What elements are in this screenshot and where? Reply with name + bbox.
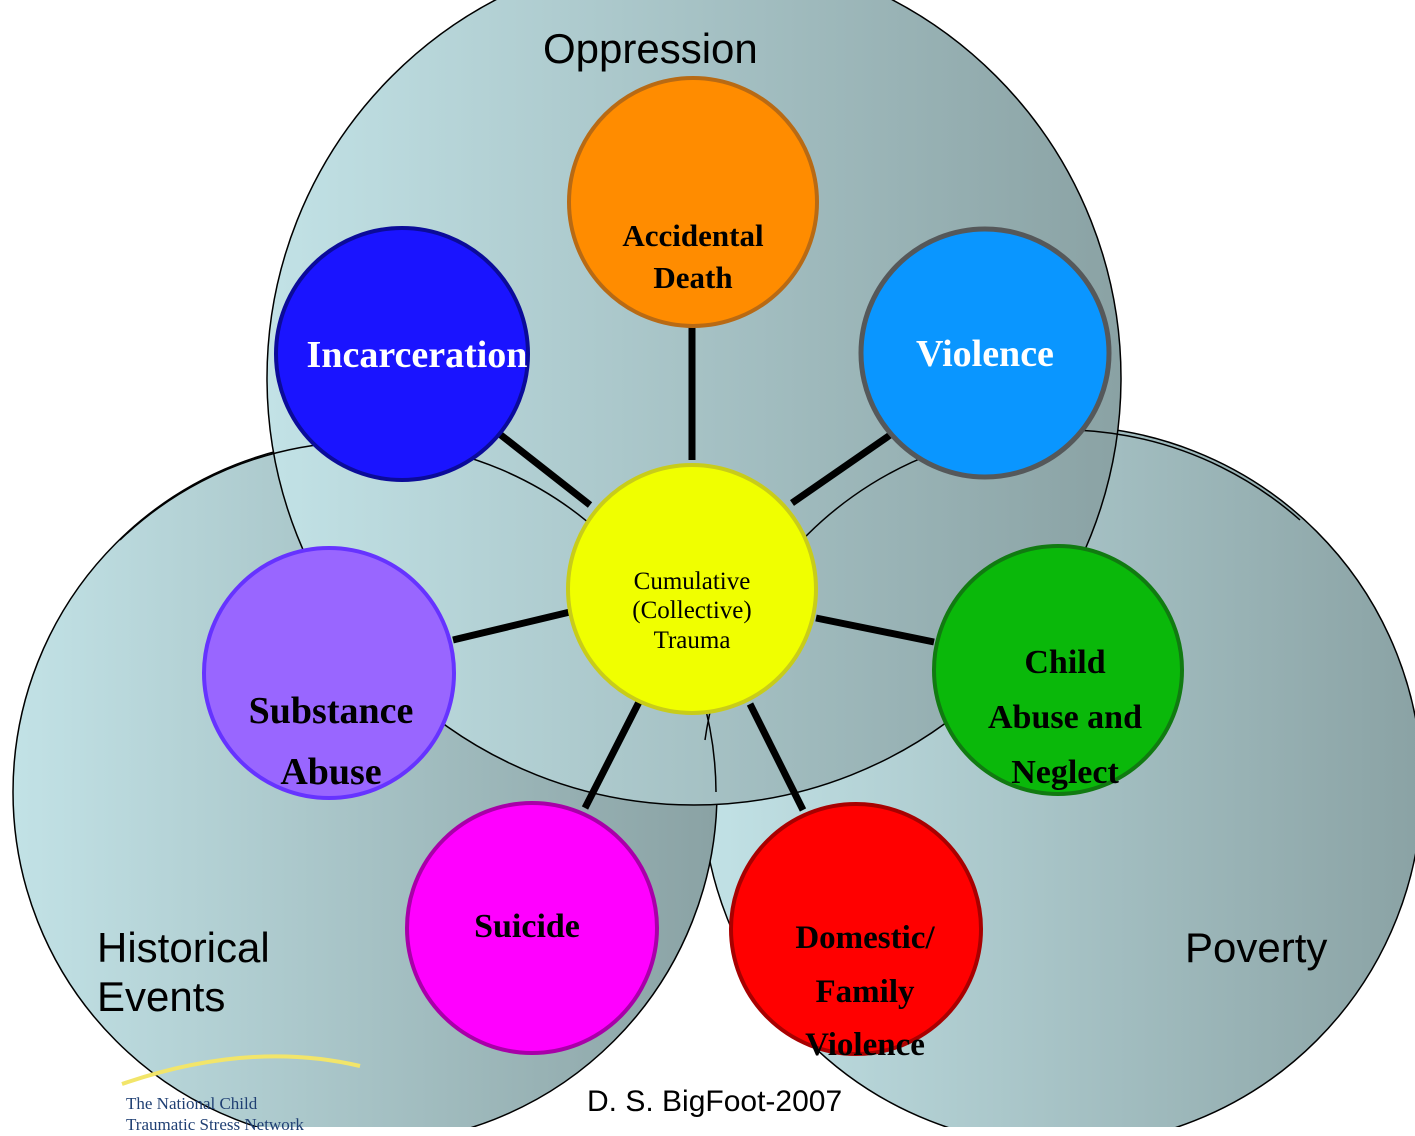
accidental-death-label: Accidental Death [622, 217, 764, 295]
center-label: Cumulative (Collective) Trauma [632, 567, 752, 654]
substance-abuse-label: Substance Abuse [248, 689, 414, 794]
author-credit: D. S. BigFoot-2007 [587, 1085, 843, 1118]
connector-child-abuse [815, 614, 935, 646]
incarceration-label: Incarceration [306, 334, 528, 376]
connector-incarceration [494, 429, 593, 508]
poverty-label: Poverty [1185, 924, 1328, 971]
network-logo-text: The National Child Traumatic Stress Netw… [126, 1093, 304, 1136]
substance-abuse-circle [202, 546, 456, 800]
oppression-label: Oppression [543, 25, 758, 72]
violence-label: Violence [916, 333, 1054, 375]
suicide-label: Suicide [474, 908, 580, 945]
domestic-violence-label: Domestic/ Family Violence [795, 920, 935, 1064]
child-abuse-label: Child Abuse and Neglect [987, 644, 1142, 792]
domestic-violence-circle [729, 802, 983, 1056]
logo-line1: The National Child [126, 1094, 258, 1113]
connector-lines [452, 325, 935, 812]
violence-circle [858, 226, 1112, 480]
connector-substance-abuse [452, 608, 571, 644]
accidental-death-circle [567, 76, 819, 328]
suicide-circle [405, 801, 659, 1055]
connector-suicide [581, 698, 644, 810]
incarceration-circle [274, 226, 530, 482]
connector-domestic-violence [746, 702, 807, 812]
center-circle [566, 463, 818, 715]
connector-violence [790, 430, 895, 506]
child-abuse-circle [932, 544, 1184, 796]
logo-line2: Traumatic Stress Network [126, 1115, 304, 1135]
historical-events-label: Historical Events [97, 923, 270, 1021]
network-logo-swoosh [121, 1054, 361, 1086]
